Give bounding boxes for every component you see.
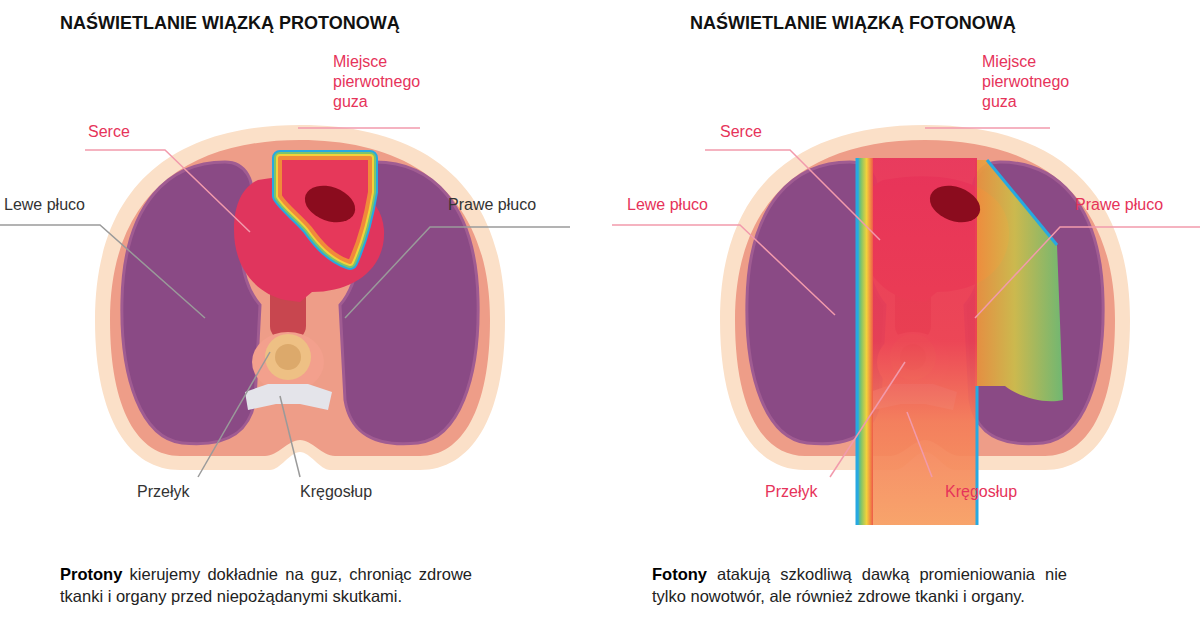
leader-line <box>280 396 300 477</box>
leader-line <box>85 150 250 232</box>
wash-edge <box>987 160 1057 245</box>
organ-label: Serce <box>720 122 762 142</box>
dose-edge-blue <box>280 158 370 262</box>
leader-line <box>198 352 270 477</box>
leader-line <box>705 150 880 240</box>
thorax-proton <box>95 125 505 470</box>
band-edge-left <box>856 158 859 525</box>
organ-label: Serce <box>88 122 130 142</box>
photon-panel <box>720 125 1130 525</box>
leader-line <box>830 362 905 477</box>
tumor <box>300 179 360 229</box>
organ-label: Miejsce pierwotnego guza <box>982 52 1092 112</box>
dose-edge-orange <box>280 158 370 262</box>
leader-line <box>345 227 570 318</box>
organ-label: Przełyk <box>765 482 817 502</box>
panel-caption: Fotony atakują szkodliwą dawką promienio… <box>652 563 1067 607</box>
leader-line <box>975 227 1200 318</box>
leader-line <box>907 412 932 477</box>
organ-label: Lewe płuco <box>627 195 708 215</box>
caption-lead: Fotony <box>652 565 707 583</box>
panel-heading: NAŚWIETLANIE WIĄZKĄ PROTONOWĄ <box>60 12 400 34</box>
organ-label: Prawe płuco <box>1075 195 1163 215</box>
proton-dose <box>280 158 370 262</box>
leader-lines <box>0 128 1200 477</box>
leader-line <box>925 127 1050 129</box>
organ-label: Kręgosłup <box>945 482 1017 502</box>
dose-edge-green <box>280 158 370 262</box>
organ-label: Miejsce pierwotnego guza <box>333 52 443 112</box>
organ-label: Przełyk <box>137 482 189 502</box>
leader-line <box>298 127 420 129</box>
band-edge-strip <box>857 158 873 525</box>
band-edge-right <box>976 386 979 525</box>
organ-label: Prawe płuco <box>448 195 536 215</box>
tumor <box>925 179 985 229</box>
leader-line <box>612 225 835 315</box>
caption-lead: Protony <box>60 565 122 583</box>
leader-line <box>0 225 205 318</box>
photon-wash <box>975 160 1063 401</box>
panel-caption: Protony kierujemy dokładnie na guz, chro… <box>60 563 472 607</box>
organ-label: Kręgosłup <box>300 482 372 502</box>
organ-label: Lewe płuco <box>4 195 85 215</box>
dose-edge-yellow <box>280 158 370 262</box>
panel-heading: NAŚWIETLANIE WIĄZKĄ FOTONOWĄ <box>690 12 1016 34</box>
